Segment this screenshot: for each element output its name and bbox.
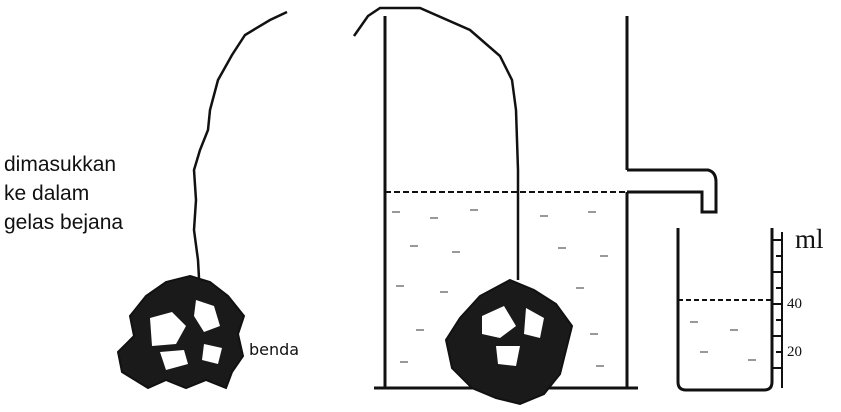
- tick-label-20: 20: [787, 344, 802, 360]
- string-beaker: [352, 6, 520, 280]
- caption-line-2: ke dalam: [4, 182, 90, 205]
- measuring-cylinder: [676, 228, 783, 392]
- rock-left: [116, 274, 246, 390]
- rock-submerged: [444, 278, 574, 406]
- tick-label-40: 40: [787, 296, 802, 312]
- caption-line-3: gelas bejana: [4, 211, 124, 234]
- caption-line-1: dimasukkan: [4, 153, 117, 176]
- unit-label: ml: [795, 224, 824, 254]
- caption-text: dimasukkan ke dalam gelas bejana: [4, 150, 123, 237]
- string-left: [192, 10, 288, 279]
- object-label: benda: [249, 340, 300, 359]
